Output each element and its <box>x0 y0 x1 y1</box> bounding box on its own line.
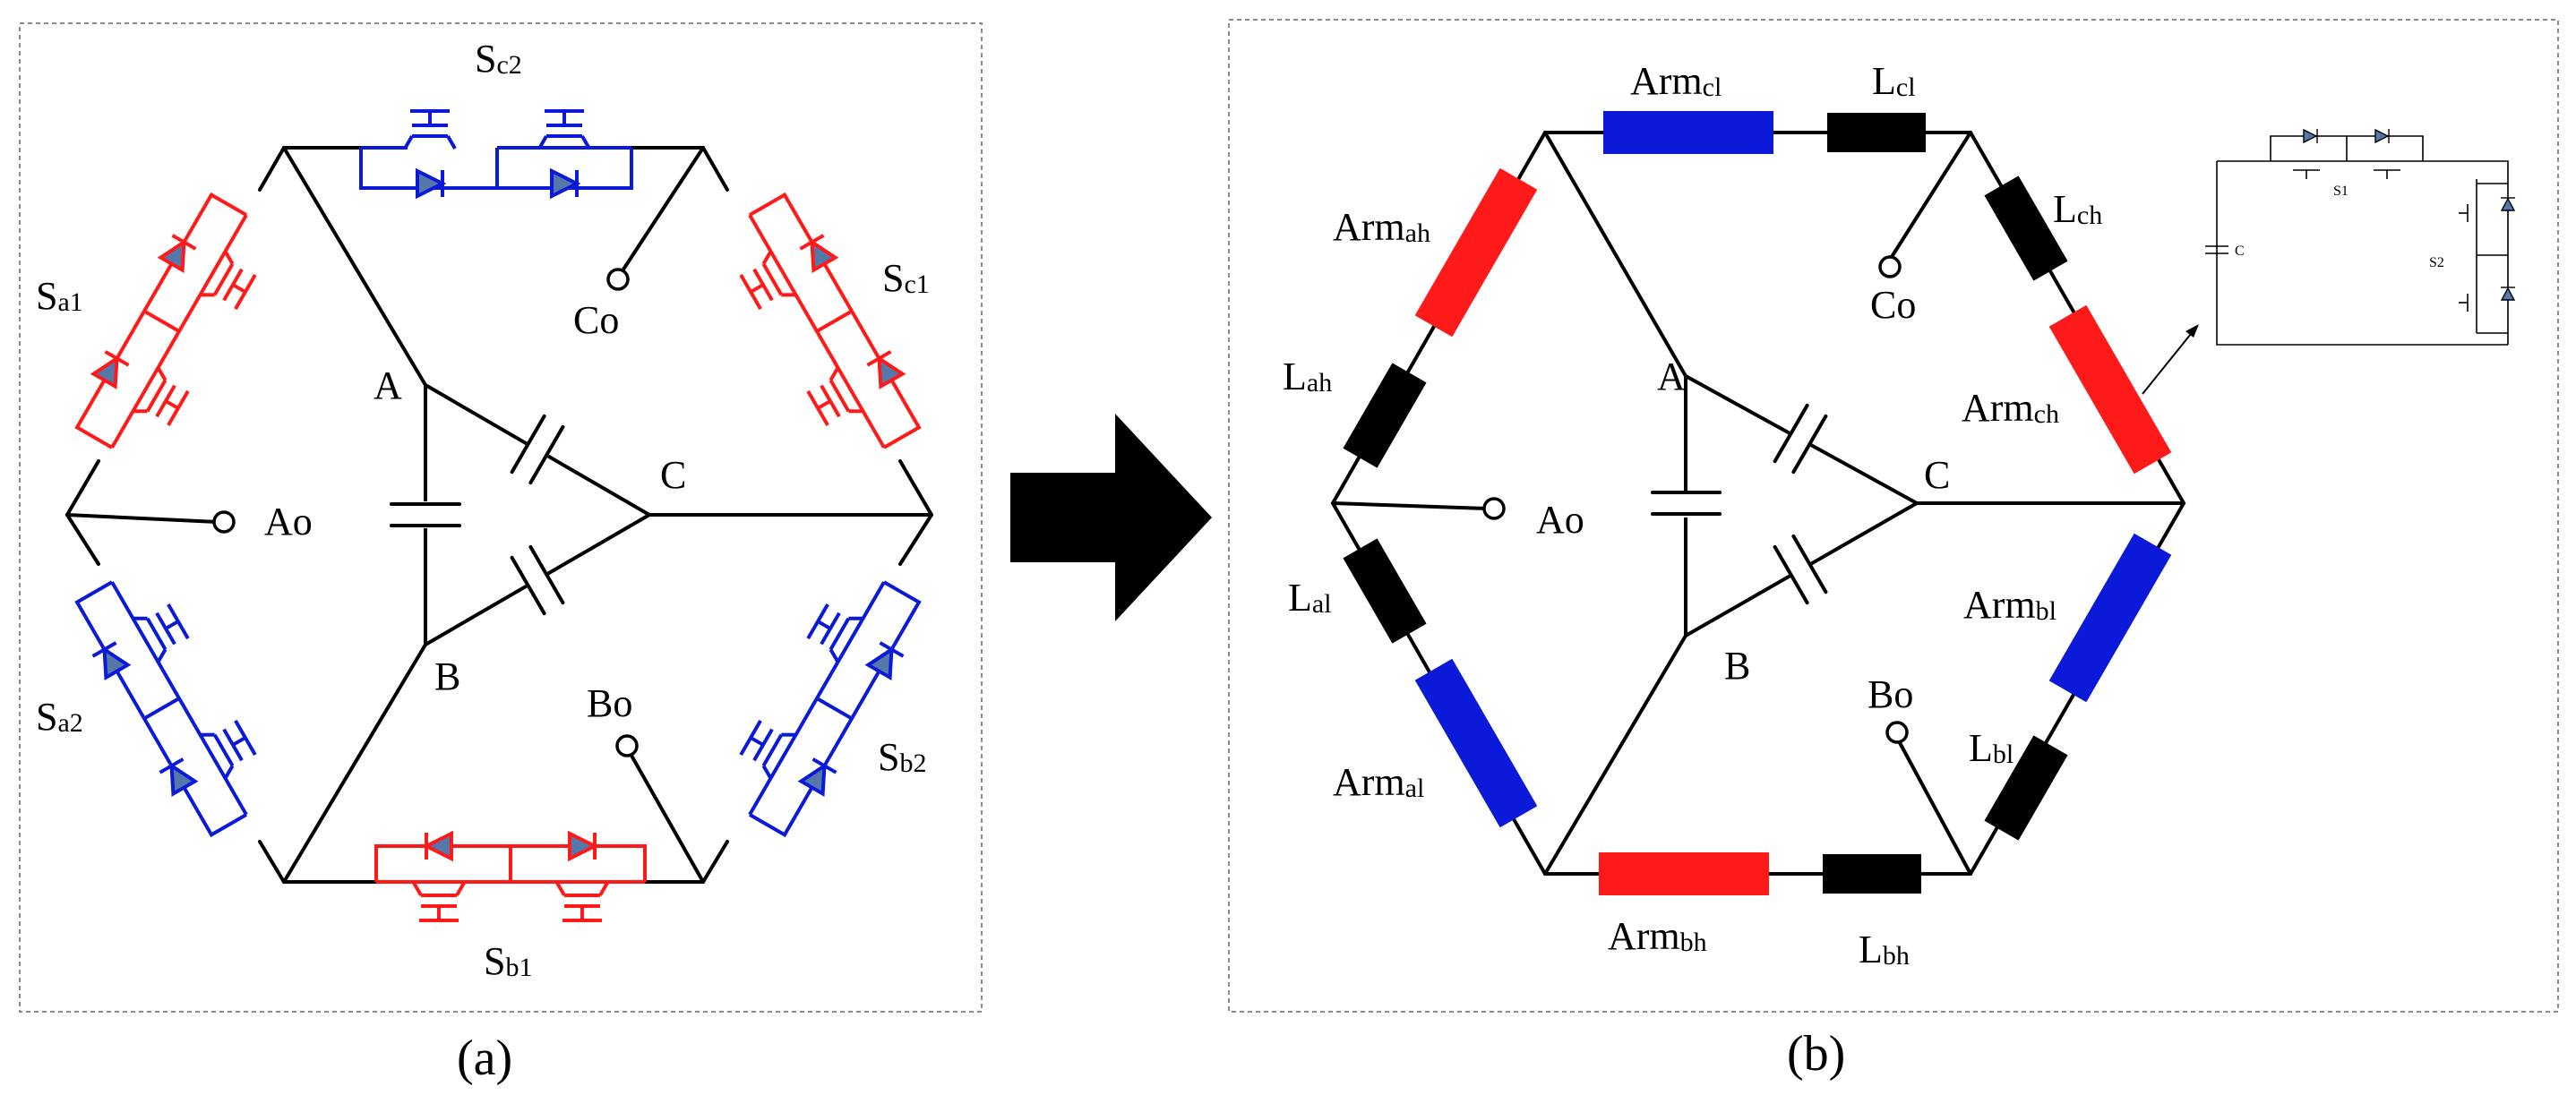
submodule-inset <box>2205 135 2509 346</box>
l-ah <box>1343 363 1427 468</box>
panel-a-terminal-co <box>606 268 630 291</box>
switch-sa2 <box>74 580 260 838</box>
switch-sa1-label: Sa1 <box>36 274 83 318</box>
arm-ch-label: Armch <box>1962 386 2059 430</box>
l-bh <box>1823 854 1921 894</box>
arm-al-label: Armal <box>1333 760 1424 804</box>
panel-a-label-bo: Bo <box>587 681 632 725</box>
panel-b-label-bo: Bo <box>1868 672 1913 716</box>
panel-b-node-a: A <box>1657 355 1686 398</box>
panel-b-caption: (b) <box>1787 1026 1845 1082</box>
l-ch-label: Lch <box>2053 187 2102 231</box>
panel-a-frame <box>19 22 983 1013</box>
l-bh-label: Lbh <box>1859 928 1910 971</box>
panel-a: A B C Ao Co Bo Sc2 Sb1 <box>19 22 983 1086</box>
panel-b-terminal-bo <box>1885 721 1909 744</box>
switch-sb2 <box>736 580 922 838</box>
panel-a-terminal-bo <box>615 734 639 757</box>
panel-b-cap-ac <box>1773 403 1828 475</box>
l-cl <box>1827 113 1926 152</box>
submodule-pointer-head <box>2185 324 2199 338</box>
panel-b-terminal-ao <box>1482 497 1506 520</box>
switch-sc2 <box>359 109 633 199</box>
submodule-s1-label: S1 <box>2333 184 2348 199</box>
arm-ah-label: Armah <box>1333 205 1430 249</box>
l-bl <box>1984 735 2068 841</box>
arm-ch <box>2048 304 2172 475</box>
panel-a-caption: (a) <box>457 1031 512 1086</box>
panel-a-node-b: B <box>434 654 460 698</box>
l-al <box>1343 538 1427 644</box>
switch-sc2-label: Sc2 <box>475 37 522 81</box>
switch-sb1 <box>374 831 647 922</box>
panel-a-node-c: C <box>660 453 686 497</box>
panel-b-label-co: Co <box>1870 283 1916 327</box>
arm-bl-label: Armbl <box>1963 583 2057 627</box>
arm-bh-label: Armbh <box>1608 914 1707 958</box>
switch-sc1-label: Sc1 <box>882 256 930 300</box>
arm-bl <box>2048 533 2172 703</box>
panel-b-node-b: B <box>1724 644 1750 688</box>
panel-a-cap-bc <box>510 544 565 616</box>
arm-bh <box>1599 852 1769 895</box>
panel-b-cap-ab <box>1651 491 1722 518</box>
l-al-label: Lal <box>1288 576 1332 620</box>
panel-a-terminal-ao <box>212 510 236 534</box>
switch-sb2-label: Sb2 <box>878 735 926 779</box>
panel-b: Armcl Lcl Armah Lah Lal Armal Lch Armch … <box>1228 19 2559 1082</box>
panel-b-label-ao: Ao <box>1536 498 1584 542</box>
arm-cl <box>1603 111 1773 154</box>
panel-b-cap-bc <box>1773 534 1828 605</box>
arm-ah <box>1414 167 1538 338</box>
submodule-pointer <box>2142 329 2195 395</box>
arm-al <box>1414 658 1538 828</box>
panel-a-label-ao: Ao <box>264 500 313 543</box>
panel-a-node-a: A <box>374 364 402 407</box>
switch-sb1-label: Sb1 <box>484 939 532 983</box>
switch-sa2-label: Sa2 <box>36 695 83 739</box>
panel-b-frame <box>1228 19 2559 1013</box>
panel-a-cap-ab <box>390 501 461 528</box>
l-cl-label: Lcl <box>1872 59 1916 103</box>
panel-a-hexagon-wires <box>65 146 933 884</box>
submodule-cap-label: C <box>2235 244 2245 259</box>
submodule-diodes <box>2303 128 2516 301</box>
panel-a-cap-ac <box>510 414 565 485</box>
panel-b-node-c: C <box>1924 453 1950 497</box>
switch-sc1 <box>736 192 922 449</box>
arm-cl-label: Armcl <box>1630 59 1722 103</box>
l-ah-label: Lah <box>1283 355 1332 398</box>
switch-sa1 <box>74 192 260 449</box>
l-ch <box>1984 175 2068 281</box>
l-bl-label: Lbl <box>1969 726 2014 770</box>
panel-a-label-co: Co <box>573 298 619 342</box>
submodule-s2-label: S2 <box>2429 255 2444 270</box>
panel-b-terminal-co <box>1878 255 1902 278</box>
transform-arrow <box>1010 414 1212 621</box>
